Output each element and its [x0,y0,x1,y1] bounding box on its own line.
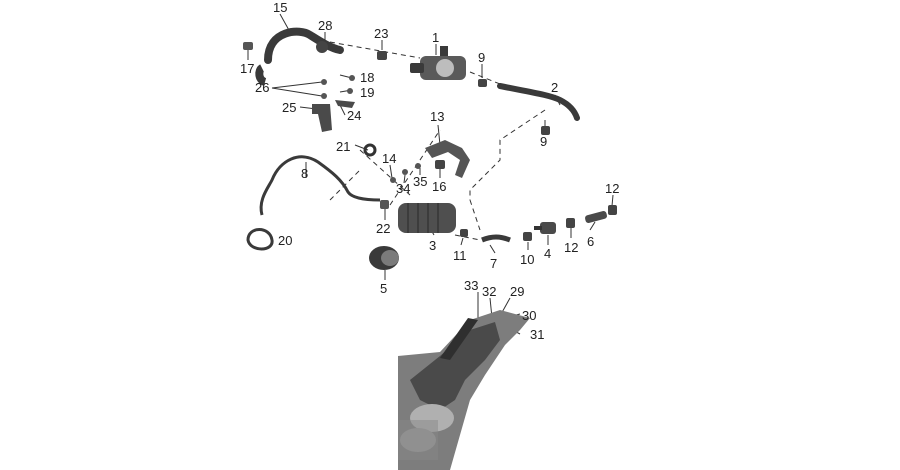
part-9-nut-a [478,79,487,87]
label-part-34: 34 [396,181,410,196]
label-part-4: 4 [544,246,551,261]
part-35-bolt [415,163,421,169]
part-26-bolt-a [321,79,327,85]
installed-location-photo [398,310,530,470]
part-4-valve [534,222,556,234]
label-part-23: 23 [374,26,388,41]
part-10-clip [523,232,532,241]
label-part-5: 5 [380,281,387,296]
label-part-15: 15 [273,0,287,15]
part-1-valve [410,46,466,80]
label-part-17: 17 [240,61,254,76]
part-2-hose [497,83,580,121]
label-part-8: 8 [301,166,308,181]
label-part-14: 14 [382,151,396,166]
label-part-13: 13 [430,109,444,124]
part-22-clip [380,200,389,209]
label-part-20: 20 [278,233,292,248]
part-13-bracket [425,140,470,178]
part-21-clip [363,143,377,157]
label-part-9b: 9 [540,134,547,149]
part-20-hose-coil [246,228,274,251]
part-28-clip [316,41,328,53]
label-part-3: 3 [429,238,436,253]
part-7-hose [481,234,511,243]
part-34-bolt [402,169,408,175]
label-part-12b: 12 [605,181,619,196]
part-26-bolt-b [321,93,327,99]
label-part-16: 16 [432,179,446,194]
part-17-clamp [243,42,253,50]
label-part-19: 19 [360,85,374,100]
label-part-21: 21 [336,139,350,154]
label-part-32: 32 [482,284,496,299]
part-25-bracket [312,104,332,132]
part-12-clip-a [566,218,575,228]
label-part-7: 7 [490,256,497,271]
label-part-10: 10 [520,252,534,267]
part-3-canister [398,203,456,233]
label-part-11: 11 [453,248,467,263]
label-part-31: 31 [530,327,544,342]
label-part-25: 25 [282,100,296,115]
label-part-29: 29 [510,284,524,299]
part-15-hose [264,27,344,64]
part-5-bracket [369,246,399,270]
label-part-6: 6 [587,234,594,249]
part-14-bolt [390,177,396,183]
part-8-hose [259,155,381,216]
label-part-18: 18 [360,70,374,85]
part-24-bracket [335,100,355,108]
label-part-26: 26 [255,80,269,95]
label-part-2: 2 [551,80,558,95]
part-18-bolt [349,75,355,81]
label-part-33: 33 [464,278,478,293]
label-part-1: 1 [432,30,439,45]
label-part-12a: 12 [564,240,578,255]
part-16-clip [435,160,445,169]
part-6-hose [585,210,607,224]
part-11-nut [460,229,468,237]
label-part-35: 35 [413,174,427,189]
part-9-nut-b [541,126,550,135]
part-12-clip-b [608,205,617,215]
label-part-30: 30 [522,308,536,323]
label-part-9a: 9 [478,50,485,65]
label-part-28: 28 [318,18,332,33]
part-19-bolt [347,88,353,94]
label-part-22: 22 [376,221,390,236]
part-number-labels: 15 28 23 1 9 2 9 17 18 26 19 25 24 13 21… [240,0,619,342]
label-part-24: 24 [347,108,361,123]
part-23-nut [377,51,387,60]
